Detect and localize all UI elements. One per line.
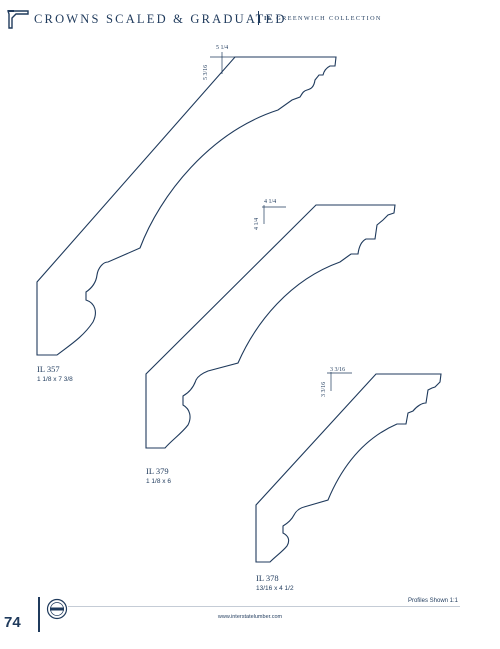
profile-il379 (145, 204, 396, 449)
collection-label: IL GREENWICH COLLECTION (264, 15, 382, 22)
section-title: CROWNS SCALED & GRADUATED (34, 12, 287, 26)
collection-name: GREENWICH COLLECTION (276, 15, 382, 22)
scale-note: Profiles Shown 1:1 (407, 598, 458, 604)
dim-width-il378: 3 3/16 (330, 367, 345, 373)
interstate-lumber-logo-icon (46, 598, 68, 620)
product-code-il378: IL 378 (256, 573, 279, 583)
product-size-il357: 1 1/8 x 7 3/8 (37, 376, 73, 383)
dim-width-il357: 5 1/4 (216, 45, 228, 51)
dim-height-il379: 4 1/4 (254, 218, 260, 230)
profile-il378 (255, 373, 442, 563)
footer-divider (38, 597, 40, 632)
product-code-il379: IL 379 (146, 466, 169, 476)
profile-il357 (36, 56, 337, 356)
header-divider (258, 11, 259, 25)
dim-height-il357: 5 3/16 (203, 65, 209, 80)
product-size-il378: 13/16 x 4 1/2 (256, 585, 294, 592)
page-number: 74 (4, 614, 21, 631)
website-link[interactable]: www.interstatelumber.com (217, 614, 283, 620)
product-size-il379: 1 1/8 x 6 (146, 478, 171, 485)
dim-height-il378: 3 3/16 (321, 382, 327, 397)
product-code-il357: IL 357 (37, 364, 60, 374)
collection-prefix: IL (264, 15, 274, 22)
footer-rule (68, 606, 460, 607)
crown-profile-icon (7, 10, 29, 29)
dim-width-il379: 4 1/4 (264, 199, 276, 205)
